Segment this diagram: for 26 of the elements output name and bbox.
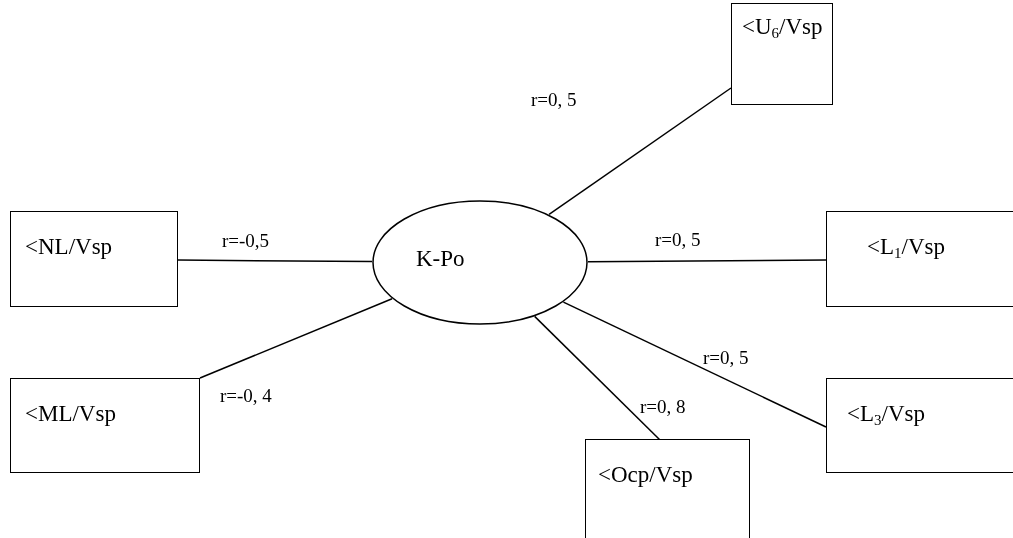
edge-label: r=0, 5 xyxy=(703,347,749,369)
node-label: <Ocp/Vsp xyxy=(598,462,693,488)
variable-box xyxy=(10,378,200,473)
node-label: K-Po xyxy=(416,246,465,272)
edge-label: r=-0,5 xyxy=(222,230,270,252)
node-label: <U$_{6}$/Vsp xyxy=(742,14,823,42)
edge-label: r=0, 8 xyxy=(640,396,686,418)
node-label: <L$_{3}$/Vsp xyxy=(847,401,925,429)
variable-box xyxy=(826,378,1013,473)
ellipse-node xyxy=(372,200,588,325)
connector-line xyxy=(562,301,827,428)
connector-line xyxy=(199,298,393,379)
variable-box xyxy=(826,211,1013,307)
node-label: <NL/Vsp xyxy=(25,234,113,260)
connector-line xyxy=(587,259,827,263)
variable-box xyxy=(585,439,750,538)
edge-label: r=0, 5 xyxy=(655,229,701,251)
edge-label: r=-0, 4 xyxy=(220,385,272,407)
connector-line xyxy=(533,315,661,441)
node-label: <ML/Vsp xyxy=(25,401,116,427)
variable-box xyxy=(10,211,178,307)
connector-line xyxy=(548,87,732,216)
variable-box xyxy=(731,3,833,105)
edge-label: r=0, 5 xyxy=(531,89,577,111)
node-label: <L$_{1}$/Vsp xyxy=(867,234,945,262)
connector-line xyxy=(177,259,373,263)
